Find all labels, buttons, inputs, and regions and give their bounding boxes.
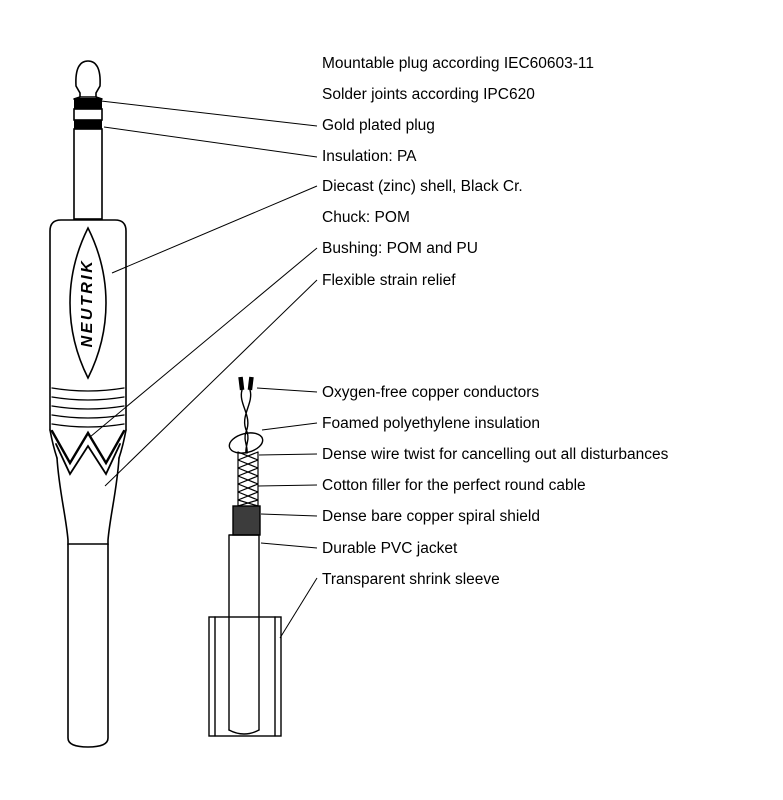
brand-logo-text: NEUTRIK <box>79 259 96 348</box>
label-solder-joints: Solder joints according IPC620 <box>322 86 535 103</box>
label-chuck-pom: Chuck: POM <box>322 209 410 226</box>
label-cotton-filler: Cotton filler for the perfect round cabl… <box>322 477 586 494</box>
leader-insulation <box>103 126 318 158</box>
conductor-tip-left <box>238 376 245 391</box>
shrink-sleeve <box>208 616 282 737</box>
leader-sleeve <box>279 577 318 639</box>
pvc-jacket <box>228 534 260 731</box>
leader-conductors <box>256 387 318 393</box>
chuck-claws-lower <box>55 443 121 476</box>
grip-ridges <box>51 387 125 428</box>
logo-oval <box>69 226 107 380</box>
bushing <box>56 457 120 545</box>
label-insulation-pa: Insulation: PA <box>322 148 417 165</box>
leader-bushing <box>89 247 318 438</box>
leader-shield <box>260 513 318 517</box>
labels: Mountable plug according IEC60603-11 Sol… <box>79 55 668 588</box>
conductor-tip-right <box>247 376 254 391</box>
label-wire-twist: Dense wire twist for cancelling out all … <box>322 446 669 463</box>
cable-drawing <box>208 376 282 737</box>
label-shrink-sleeve: Transparent shrink sleeve <box>322 571 500 588</box>
leader-foamed <box>261 422 318 431</box>
ring-segment <box>73 108 103 121</box>
conductor-wires <box>240 389 252 454</box>
label-bushing: Bushing: POM and PU <box>322 240 478 257</box>
label-strain-relief: Flexible strain relief <box>322 272 456 289</box>
leader-strain <box>104 279 318 487</box>
cable <box>67 543 109 748</box>
wire-twist <box>237 451 259 507</box>
label-mountable-plug: Mountable plug according IEC60603-11 <box>322 55 594 72</box>
plug-drawing <box>49 60 127 748</box>
leader-shell <box>111 185 318 274</box>
plug-shaft <box>73 128 103 220</box>
leader-jacket <box>260 542 318 549</box>
leader-twist <box>258 453 318 456</box>
plug-tip <box>75 60 101 98</box>
chuck-sides <box>49 429 127 459</box>
leader-gold <box>100 100 318 127</box>
label-copper-conductors: Oxygen-free copper conductors <box>322 384 539 401</box>
label-spiral-shield: Dense bare copper spiral shield <box>322 508 540 525</box>
label-diecast-shell: Diecast (zinc) shell, Black Cr. <box>322 178 523 195</box>
label-pvc-jacket: Durable PVC jacket <box>322 540 458 557</box>
spiral-shield <box>232 505 261 536</box>
insulator-band-2 <box>74 120 102 129</box>
foamed-insulation-loop <box>228 432 264 454</box>
leader-lines <box>89 100 318 639</box>
chuck-claws <box>50 429 126 466</box>
label-gold-plated-plug: Gold plated plug <box>322 117 435 134</box>
jacket-end <box>228 729 260 735</box>
insulator-band-1 <box>74 98 102 109</box>
label-foamed-insulation: Foamed polyethylene insulation <box>322 415 540 432</box>
leader-cotton <box>257 484 318 487</box>
